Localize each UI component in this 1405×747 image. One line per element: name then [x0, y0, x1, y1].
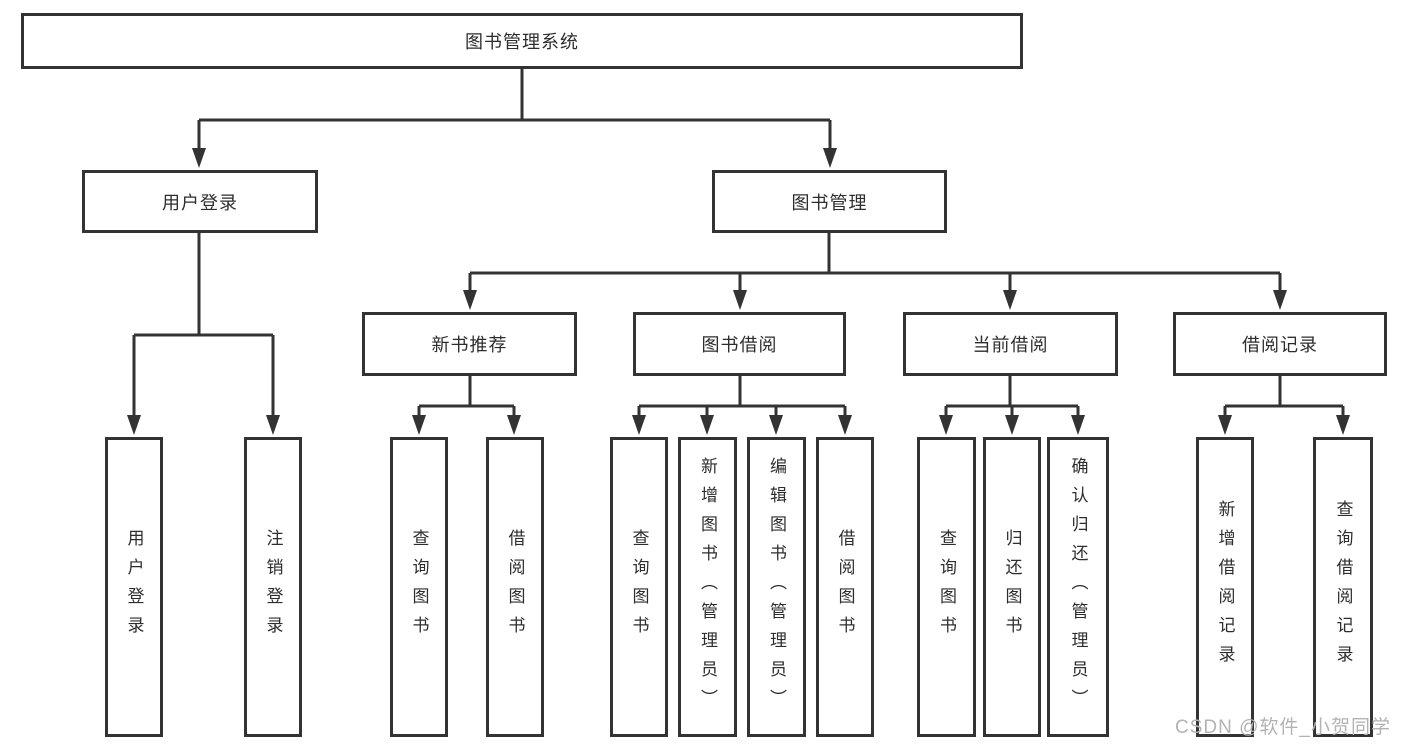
arrow-down-icon	[733, 290, 747, 310]
arrow-down-icon	[769, 415, 783, 435]
node-bb-add-book-label: 新增图书（管理员）	[698, 456, 717, 718]
node-logout-label: 注销登录	[263, 529, 283, 645]
node-cb-return-book: 归还图书	[983, 437, 1041, 737]
node-bb-edit-book-label: 编辑图书（管理员）	[767, 456, 786, 718]
arrow-down-icon	[632, 415, 646, 435]
arrow-down-icon	[700, 415, 714, 435]
node-current-borrow: 当前借阅	[903, 312, 1118, 376]
node-root: 图书管理系统	[21, 13, 1023, 69]
node-user-login-action-label: 用户登录	[124, 529, 144, 645]
arrow-down-icon	[1005, 415, 1019, 435]
node-user-login-label: 用户登录	[162, 192, 238, 213]
connector-borrow-records	[1223, 376, 1345, 425]
node-book-borrow: 图书借阅	[633, 312, 846, 376]
node-cb-return-book-label: 归还图书	[1002, 529, 1022, 645]
arrow-down-icon	[1336, 415, 1350, 435]
node-br-query-record-label: 查询借阅记录	[1333, 500, 1353, 674]
node-rec-borrow-book: 借阅图书	[486, 437, 544, 737]
arrow-down-icon	[1218, 415, 1232, 435]
node-rec-query-book: 查询图书	[390, 437, 448, 737]
node-user-login: 用户登录	[82, 170, 318, 233]
connector-book-borrow	[637, 376, 847, 425]
node-br-add-record: 新增借阅记录	[1196, 437, 1254, 737]
arrow-down-icon	[127, 415, 141, 435]
node-book-mgmt: 图书管理	[712, 170, 947, 233]
node-br-add-record-label: 新增借阅记录	[1215, 500, 1235, 674]
node-borrow-records: 借阅记录	[1173, 312, 1387, 376]
arrow-down-icon	[192, 148, 206, 168]
watermark: CSDN @软件_小贺同学	[1175, 717, 1391, 738]
arrow-down-icon	[507, 415, 521, 435]
node-book-borrow-label: 图书借阅	[701, 335, 778, 355]
node-bb-edit-book: 编辑图书（管理员）	[747, 437, 806, 737]
node-rec-borrow-book-label: 借阅图书	[505, 529, 525, 645]
node-logout: 注销登录	[244, 437, 302, 737]
arrow-down-icon	[939, 415, 953, 435]
node-book-mgmt-label: 图书管理	[791, 192, 868, 213]
node-bb-borrow-book: 借阅图书	[816, 437, 874, 737]
node-cb-query-book-label: 查询图书	[937, 529, 956, 645]
node-bb-borrow-book-label: 借阅图书	[835, 529, 855, 645]
connector-new-book-rec	[417, 376, 516, 425]
node-br-query-record: 查询借阅记录	[1313, 437, 1373, 737]
node-root-label: 图书管理系统	[465, 32, 579, 52]
node-cb-query-book: 查询图书	[917, 437, 976, 737]
node-new-book-rec: 新书推荐	[362, 312, 577, 376]
node-bb-add-book: 新增图书（管理员）	[678, 437, 737, 737]
node-user-login-action: 用户登录	[105, 437, 163, 737]
node-bb-query-book: 查询图书	[610, 437, 668, 737]
arrow-down-icon	[266, 415, 280, 435]
connector-book-mgmt	[468, 233, 1282, 300]
node-rec-query-book-label: 查询图书	[409, 529, 429, 645]
connector-user-login	[132, 233, 275, 425]
arrow-down-icon	[838, 415, 852, 435]
node-bb-query-book-label: 查询图书	[629, 529, 649, 645]
connector-root	[197, 69, 832, 152]
node-new-book-rec-label: 新书推荐	[431, 335, 508, 355]
node-cb-confirm-return: 确认归还（管理员）	[1047, 437, 1109, 737]
arrow-down-icon	[1003, 290, 1017, 310]
node-borrow-records-label: 借阅记录	[1242, 335, 1318, 355]
arrow-down-icon	[1071, 415, 1085, 435]
arrow-down-icon	[463, 290, 477, 310]
node-cb-confirm-return-label: 确认归还（管理员）	[1068, 456, 1088, 718]
node-current-borrow-label: 当前借阅	[972, 335, 1049, 355]
arrow-down-icon	[412, 415, 426, 435]
arrow-down-icon	[823, 148, 837, 168]
arrow-down-icon	[1273, 290, 1287, 310]
